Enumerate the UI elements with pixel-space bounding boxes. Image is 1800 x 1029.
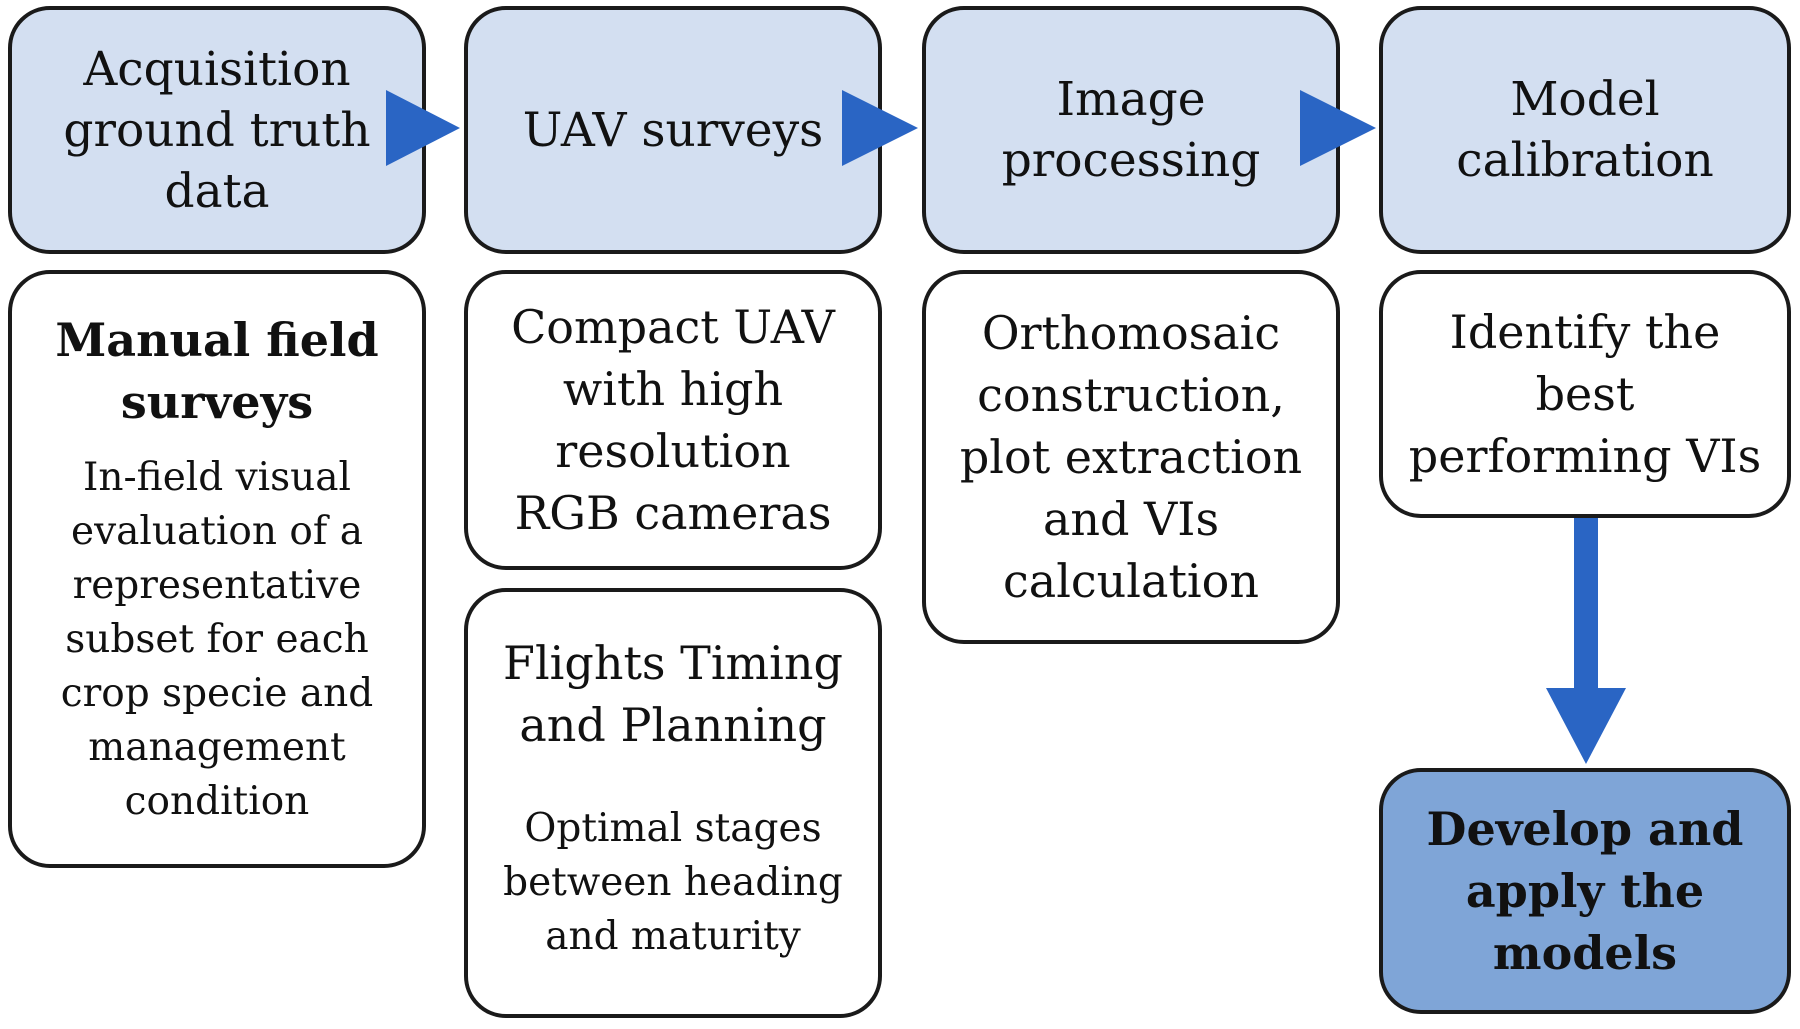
step-model-calibration-title: Model calibration [1456,72,1714,188]
step-uav-surveys-title: UAV surveys [522,102,824,158]
arrow-processing-to-calibration [1300,90,1376,166]
flight-planning-box: Flights Timing and Planning Optimal stag… [464,588,882,1018]
final-models-box: Develop and apply the models [1379,768,1791,1014]
arrow-calibration-to-final [1546,518,1626,764]
calibration-box: Identify the best performing VIs [1379,270,1791,518]
step-acquisition-box: Acquisition ground truth data [8,6,426,254]
flight-planning-text: Optimal stages between heading and matur… [503,806,843,959]
calibration-text: Identify the best performing VIs [1408,305,1762,483]
manual-surveys-title: Manual field surveys [55,313,379,429]
flight-planning-title: Flights Timing and Planning [503,636,843,752]
final-models-text: Develop and apply the models [1426,802,1744,980]
step-uav-surveys-box: UAV surveys [464,6,882,254]
step-model-calibration-box: Model calibration [1379,6,1791,254]
step-acquisition-title: Acquisition ground truth data [63,41,371,219]
uav-platform-box: Compact UAV with high resolution RGB cam… [464,270,882,570]
processing-box: Orthomosaic construction, plot extractio… [922,270,1340,644]
arrow-uav-to-processing [842,90,918,166]
manual-surveys-box: Manual field surveys In-field visual eva… [8,270,426,868]
uav-platform-text: Compact UAV with high resolution RGB cam… [511,300,835,540]
processing-text: Orthomosaic construction, plot extractio… [959,306,1303,608]
arrow-acquisition-to-uav [386,90,460,166]
step-image-processing-title: Image processing [1001,72,1261,188]
manual-surveys-text: In-field visual evaluation of a represen… [60,455,374,824]
